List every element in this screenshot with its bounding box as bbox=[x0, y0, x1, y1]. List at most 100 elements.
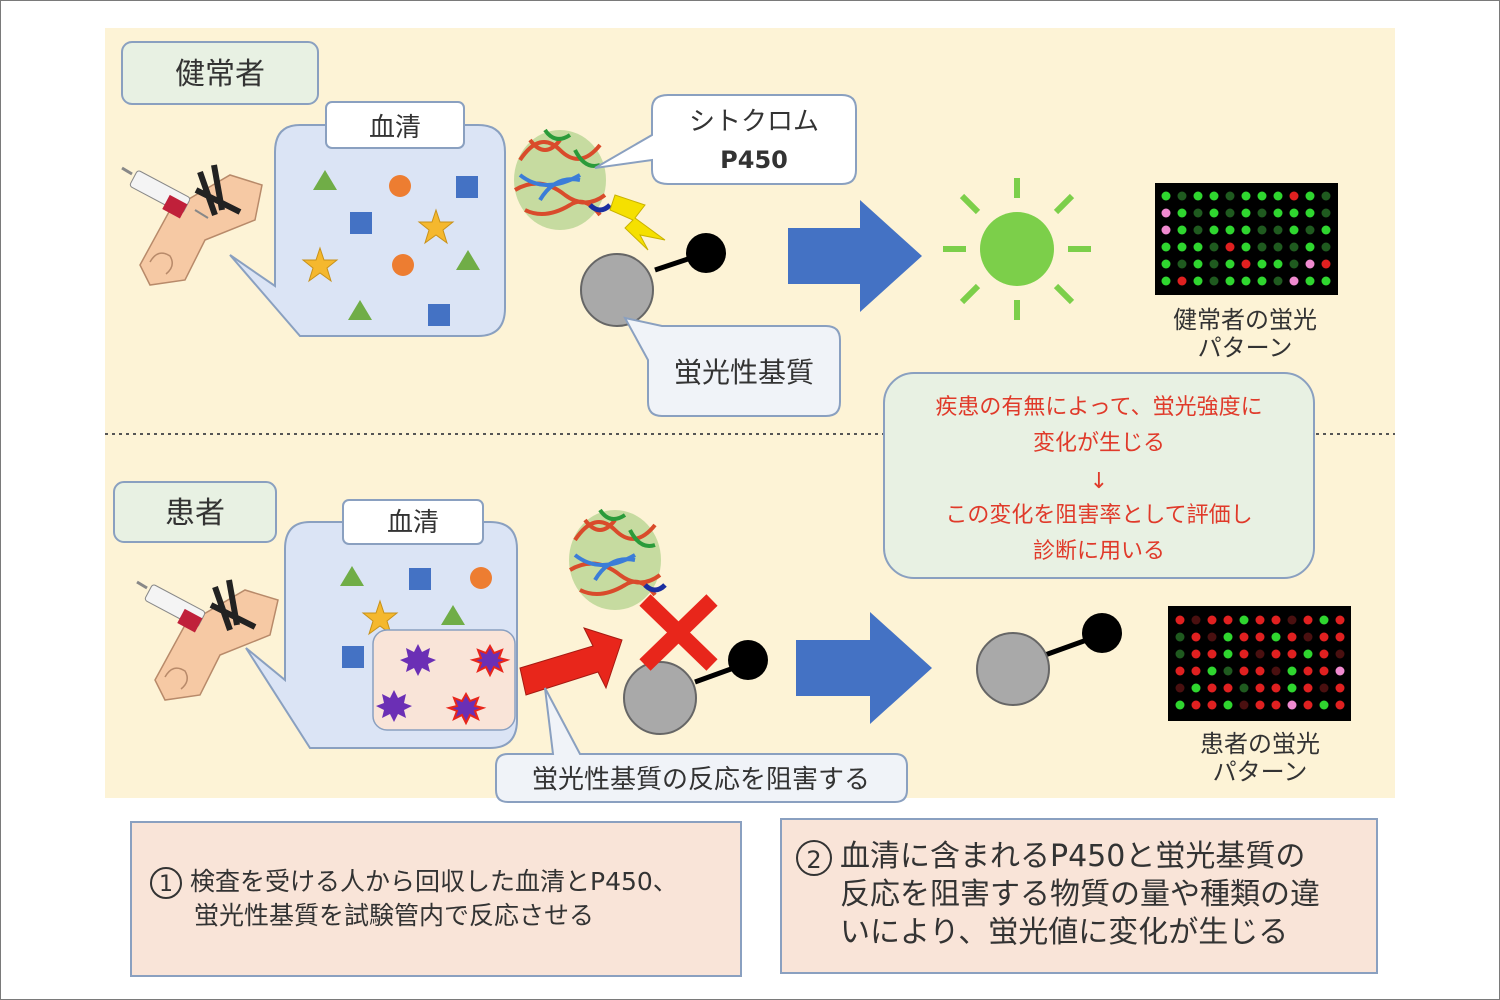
fluorescence-dot bbox=[1177, 208, 1187, 218]
fluorescence-dot bbox=[1209, 208, 1219, 218]
step1-line2: 蛍光性基質を試験管内で反応させる bbox=[194, 901, 595, 930]
square-shape bbox=[342, 646, 364, 668]
substrate-callout: 蛍光性基質 bbox=[623, 316, 841, 417]
fluorescence-dot bbox=[1209, 191, 1219, 201]
p450-label-line2: P450 bbox=[720, 146, 788, 174]
inhibition-arrow bbox=[519, 627, 623, 696]
fluorescence-dot bbox=[1225, 276, 1235, 286]
fluorescence-dot bbox=[1161, 225, 1171, 235]
star-shape bbox=[417, 208, 455, 245]
healthy-label-box: 健常者 bbox=[121, 41, 319, 105]
fluorescence-dot bbox=[1257, 242, 1267, 252]
fluorescence-dot bbox=[1273, 276, 1283, 286]
fluorescence-dot bbox=[1271, 666, 1281, 676]
fluorescence-dot bbox=[1289, 259, 1299, 269]
fluorescence-dot bbox=[1305, 208, 1315, 218]
note-arrow: ↓ bbox=[1090, 469, 1108, 494]
healthy-fluorescence-grid bbox=[1155, 183, 1338, 295]
fluorescence-dot bbox=[1223, 700, 1233, 710]
fluorescence-dot bbox=[1241, 225, 1251, 235]
fluorescence-dot bbox=[1273, 191, 1283, 201]
fluorescence-dot bbox=[1257, 208, 1267, 218]
triangle-shape bbox=[313, 170, 337, 190]
fluorescence-dot bbox=[1207, 615, 1217, 625]
fluorescence-dot bbox=[1289, 225, 1299, 235]
triangle-shape bbox=[340, 566, 364, 586]
patient-serum-label: 血清 bbox=[387, 508, 439, 538]
fluorescence-dot bbox=[1289, 191, 1299, 201]
fluorescence-dot bbox=[1289, 208, 1299, 218]
fluorescence-dot bbox=[1207, 649, 1217, 659]
inhibit-callout: 蛍光性基質の反応を阻害する bbox=[495, 687, 908, 803]
fluorescence-dot bbox=[1209, 259, 1219, 269]
fluorescence-dot bbox=[1241, 259, 1251, 269]
fluorescence-dot bbox=[1257, 225, 1267, 235]
patient-fluorescence-grid bbox=[1168, 606, 1351, 721]
fluorescence-dot bbox=[1177, 225, 1187, 235]
fluorescence-dot bbox=[1239, 666, 1249, 676]
fluorescence-dot bbox=[1191, 649, 1201, 659]
fluorescence-dot bbox=[1241, 276, 1251, 286]
fluorescence-dot bbox=[1193, 242, 1203, 252]
fluorescence-dot bbox=[1225, 242, 1235, 252]
fluorescence-dot bbox=[1193, 276, 1203, 286]
fluorescence-dot bbox=[1287, 683, 1297, 693]
healthy-arrow bbox=[788, 200, 922, 312]
fluorescence-dot bbox=[1239, 683, 1249, 693]
fluorescence-dot bbox=[1287, 649, 1297, 659]
healthy-label: 健常者 bbox=[175, 57, 265, 92]
fluorescence-dot bbox=[1319, 700, 1329, 710]
triangle-shape bbox=[456, 250, 480, 270]
fluorescence-dot bbox=[1273, 208, 1283, 218]
fluorescence-dot bbox=[1305, 242, 1315, 252]
fluorescence-dot bbox=[1287, 666, 1297, 676]
fluorescence-dot bbox=[1321, 208, 1331, 218]
patient-pattern-label-line2: パターン bbox=[1213, 758, 1308, 786]
healthy-pattern-label-line1: 健常者の蛍光 bbox=[1173, 306, 1317, 334]
patient-arrow bbox=[796, 612, 932, 724]
step2-number: 2 bbox=[796, 839, 832, 876]
fluorescence-dot bbox=[1209, 225, 1219, 235]
fluorescence-dot bbox=[1225, 225, 1235, 235]
fluorescence-dot bbox=[1225, 208, 1235, 218]
patient-serum-bubble: 血清 bbox=[245, 499, 518, 749]
substrate-label: 蛍光性基質 bbox=[674, 356, 814, 389]
note-box: 疾患の有無によって、蛍光強度に 変化が生じる ↓ この変化を阻害率として評価し … bbox=[883, 372, 1315, 579]
fluorescence-dot bbox=[1239, 649, 1249, 659]
fluorescence-dot bbox=[1321, 225, 1331, 235]
fluorescence-dot bbox=[1273, 259, 1283, 269]
step2-line3: いにより、蛍光値に変化が生じる bbox=[840, 915, 1289, 950]
fluorescence-dot bbox=[1319, 615, 1329, 625]
healthy-substrate-molecule bbox=[580, 233, 726, 327]
square-shape bbox=[428, 304, 450, 326]
fluorescence-dot bbox=[1161, 242, 1171, 252]
fluorescence-dot bbox=[1305, 276, 1315, 286]
patient-pattern-label-line1: 患者の蛍光 bbox=[1200, 730, 1320, 758]
fluorescence-dot bbox=[1225, 259, 1235, 269]
star-shape bbox=[361, 599, 399, 636]
fluorescence-dot bbox=[1241, 191, 1251, 201]
fluorescence-dot bbox=[1303, 700, 1313, 710]
fluorescence-dot bbox=[1305, 259, 1315, 269]
fluorescence-dot bbox=[1257, 259, 1267, 269]
step1-number: 1 bbox=[150, 867, 182, 899]
fluorescence-dot bbox=[1303, 666, 1313, 676]
fluorescence-dot bbox=[1177, 259, 1187, 269]
triangle-shape bbox=[441, 605, 465, 625]
protein-icon bbox=[568, 508, 667, 610]
fluorescence-dot bbox=[1305, 191, 1315, 201]
step2-line1: 血清に含まれるP450と蛍光基質の bbox=[840, 839, 1306, 874]
fluorescence-dot bbox=[1255, 666, 1265, 676]
fluorescence-dot bbox=[1175, 683, 1185, 693]
fluorescence-dot bbox=[1209, 276, 1219, 286]
fluorescence-dot bbox=[1319, 666, 1329, 676]
fluorescence-dot bbox=[1271, 649, 1281, 659]
star-shape bbox=[301, 246, 339, 283]
fluorescence-dot bbox=[1287, 700, 1297, 710]
fluorescence-dot bbox=[1255, 615, 1265, 625]
note-line3: この変化を阻害率として評価し bbox=[945, 503, 1252, 528]
syringe-icon bbox=[121, 166, 209, 219]
sun-icon bbox=[943, 178, 1091, 320]
triangle-shape bbox=[348, 300, 372, 320]
